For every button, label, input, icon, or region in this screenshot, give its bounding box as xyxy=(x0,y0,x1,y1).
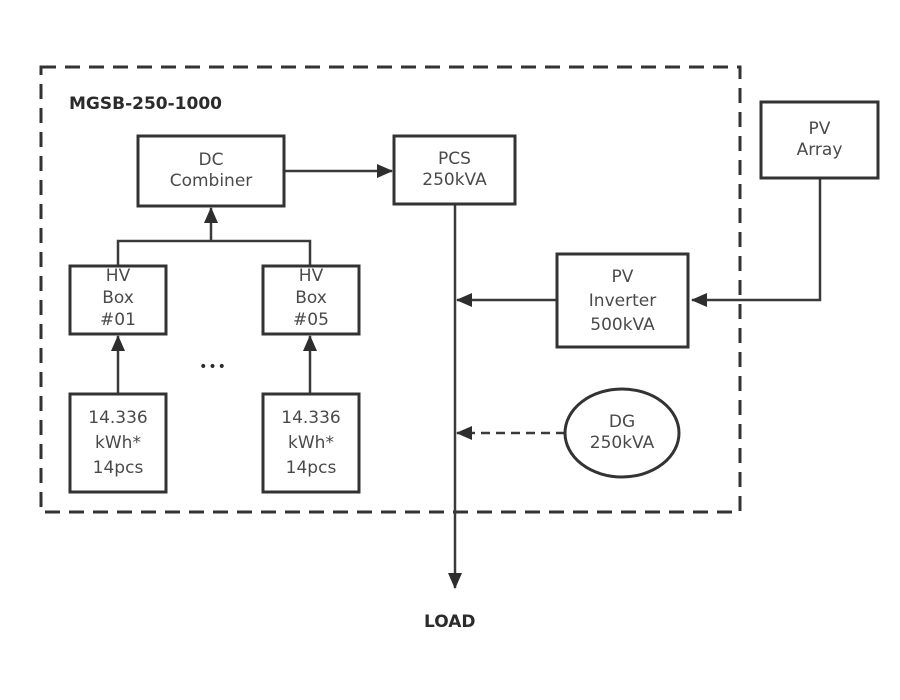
pv-inverter-line-1: PV xyxy=(611,266,634,287)
load-label: LOAD xyxy=(424,612,476,632)
edge-hvboxes-bus xyxy=(116,239,312,266)
hv-box-05-line-1: HV xyxy=(298,266,324,286)
dg-line-2: 250kVA xyxy=(589,433,655,453)
system-container-frame xyxy=(39,65,742,514)
pv-array-box xyxy=(759,100,880,180)
hv-box-05-label: HV Box #05 xyxy=(263,262,359,334)
pcs-line-2: 250kVA xyxy=(422,170,487,190)
battery-box-01 xyxy=(68,392,168,494)
hv-box-05-line-2: Box xyxy=(295,288,327,308)
battery-01-line-3: 14pcs xyxy=(92,457,144,478)
battery-01-label: 14.336 kWh* 14pcs xyxy=(70,394,166,492)
pv-array-label: PV Array xyxy=(761,102,878,178)
hv-box-01-label: HV Box #01 xyxy=(70,262,166,334)
battery-05-line-1: 14.336 xyxy=(281,407,341,428)
battery-01-line-1: 14.336 xyxy=(88,407,148,428)
pcs-line-1: PCS xyxy=(438,149,471,169)
hv-box-05-line-3: #05 xyxy=(293,310,329,330)
pcs-label: PCS 250kVA xyxy=(394,136,515,204)
edge-pvarray-to-inverter xyxy=(691,178,822,307)
pv-array-line-1: PV xyxy=(808,119,831,139)
pv-inverter-line-2: Inverter xyxy=(588,290,657,311)
dc-combiner-line-2: Combiner xyxy=(169,171,253,191)
dg-ellipse xyxy=(563,387,681,479)
pv-inverter-label: PV Inverter 500kVA xyxy=(557,254,688,347)
pv-inverter-line-3: 500kVA xyxy=(590,314,655,335)
dc-combiner-label: DC Combiner xyxy=(138,136,284,206)
hv-box-01-line-3: #01 xyxy=(100,310,136,330)
pv-inverter-box xyxy=(555,252,690,349)
dg-label: DG 250kVA xyxy=(565,389,679,477)
dc-combiner-box xyxy=(136,134,286,208)
hv-box-01-line-1: HV xyxy=(105,266,131,286)
battery-box-05 xyxy=(261,392,361,494)
dg-line-1: DG xyxy=(608,412,636,432)
hv-box-01-line-2: Box xyxy=(102,288,134,308)
ellipsis-more-boxes: ••• xyxy=(199,358,227,375)
hv-box-05 xyxy=(261,264,361,336)
hv-box-01 xyxy=(68,264,168,336)
pv-array-line-2: Array xyxy=(796,140,843,160)
battery-05-line-3: 14pcs xyxy=(285,457,337,478)
battery-05-line-2: kWh* xyxy=(288,432,334,453)
dc-combiner-line-1: DC xyxy=(198,150,224,170)
battery-05-label: 14.336 kWh* 14pcs xyxy=(263,394,359,492)
container-title: MGSB-250-1000 xyxy=(69,94,222,114)
pcs-box xyxy=(392,134,517,206)
battery-01-line-2: kWh* xyxy=(95,432,141,453)
